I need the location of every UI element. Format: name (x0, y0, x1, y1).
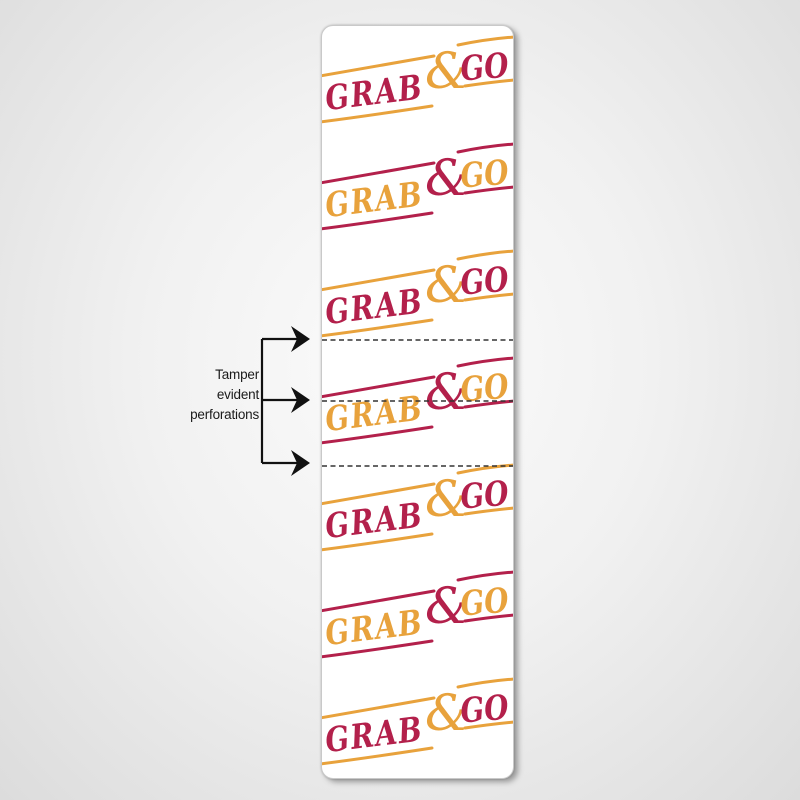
logo-2: GRAB&GO (322, 142, 513, 231)
logo-7: GRAB&GO (322, 677, 513, 766)
logo-word-grab: GRAB (323, 282, 424, 333)
logo-word-grab: GRAB (323, 496, 424, 547)
callout-line-1: Tamper (215, 367, 259, 382)
logo-word-go: GO (459, 46, 510, 89)
logo-word-grab: GRAB (323, 710, 424, 761)
logo-word-grab: GRAB (323, 175, 424, 226)
label-artwork: GRAB&GOGRAB&GOGRAB&GOGRAB&GOGRAB&GOGRAB&… (322, 35, 513, 766)
callout-line-3: perforations (190, 407, 259, 422)
logo-ampersand: & (425, 363, 470, 421)
logo-ampersand: & (425, 684, 470, 742)
logo-word-go: GO (459, 153, 510, 196)
logo-word-grab: GRAB (323, 68, 424, 119)
logo-word-go: GO (459, 474, 510, 517)
logo-word-go: GO (459, 367, 510, 410)
logo-6: GRAB&GO (322, 570, 513, 659)
logo-ampersand: & (425, 42, 470, 100)
logo-3: GRAB&GO (322, 249, 513, 338)
logo-word-go: GO (459, 581, 510, 624)
logo-5: GRAB&GO (322, 463, 513, 552)
logo-word-go: GO (459, 688, 510, 731)
bracket-arrows-icon (260, 326, 310, 476)
logo-1: GRAB&GO (322, 35, 513, 124)
logo-ampersand: & (425, 149, 470, 207)
logo-word-go: GO (459, 260, 510, 303)
logo-ampersand: & (425, 470, 470, 528)
callout-line-2: evident (216, 387, 259, 402)
logo-word-grab: GRAB (323, 389, 424, 440)
callout-text: Tamper evident perforations (190, 365, 259, 425)
logo-ampersand: & (425, 256, 470, 314)
logo-word-grab: GRAB (323, 603, 424, 654)
tamper-evident-callout: Tamper evident perforations (150, 320, 325, 490)
logo-ampersand: & (425, 577, 470, 635)
